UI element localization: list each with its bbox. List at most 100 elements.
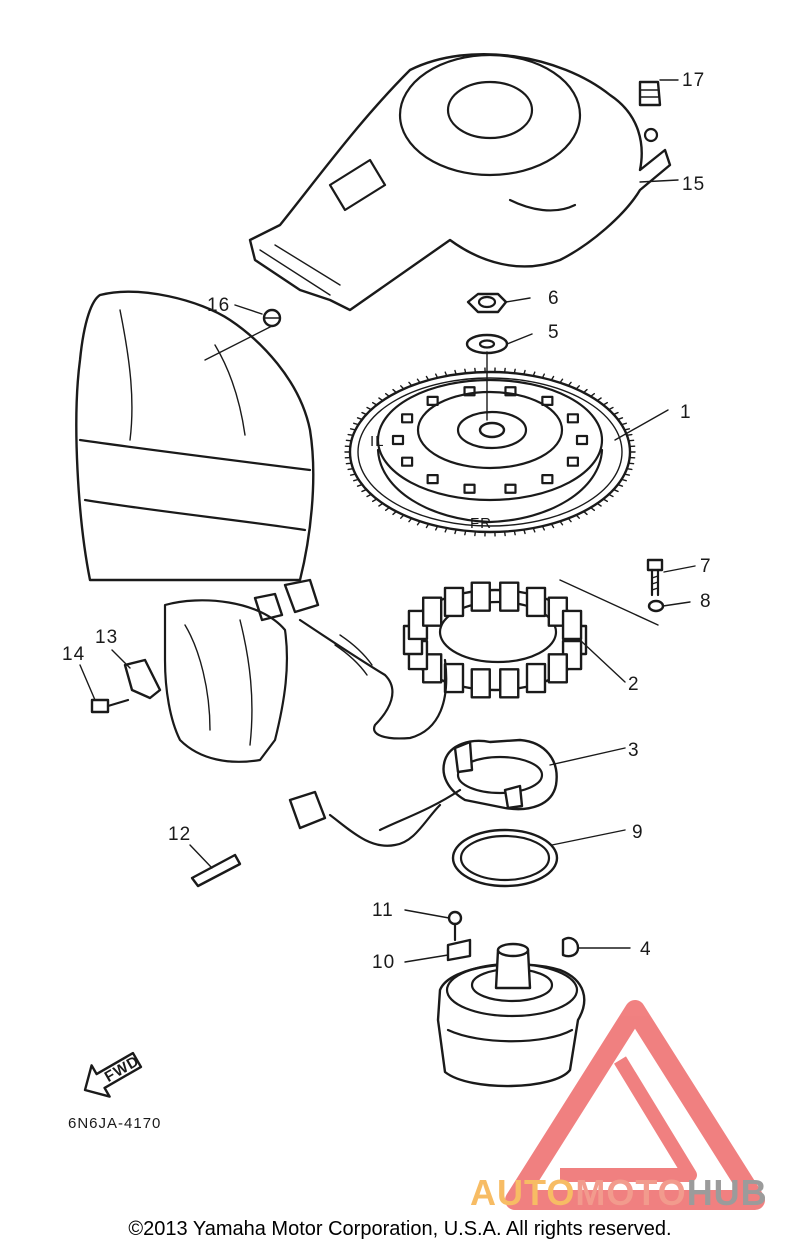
ring-gear-tooth (366, 493, 372, 498)
ring-gear-tooth (371, 498, 378, 503)
ring-gear-tooth (582, 510, 588, 516)
stator-tooth (525, 662, 547, 694)
ring-gear-tooth (425, 523, 430, 529)
ring-gear-tooth (384, 506, 390, 512)
magnet-slot (575, 434, 589, 446)
ring-gear-tooth (513, 530, 516, 536)
ring-gear-tooth (567, 381, 572, 387)
callout-10: 10 (372, 952, 395, 973)
flywheel-mark-fr: FR (470, 515, 492, 532)
ring-gear-tooth (444, 371, 448, 377)
callout-12: 12 (168, 824, 191, 845)
ring-gear-tooth (366, 406, 372, 411)
ring-gear-tooth (626, 433, 633, 437)
ring-gear-tooth (392, 388, 398, 394)
callout-3: 3 (628, 740, 640, 761)
ring-gear-tooth (559, 378, 564, 384)
ring-gear-tooth (575, 514, 580, 519)
ring-gear-tooth (627, 439, 635, 442)
ring-gear-tooth (559, 520, 564, 526)
callout-16: 16 (207, 295, 230, 316)
ring-gear-tooth (347, 467, 354, 471)
ring-gear-tooth (503, 367, 506, 374)
magnet-slot (541, 395, 554, 407)
ring-gear-tooth (532, 371, 536, 377)
ring-gear-tooth (623, 428, 631, 431)
ring-gear-tooth (434, 525, 439, 531)
forward-direction-arrow: FWD (83, 1051, 142, 1098)
magnet-slot (401, 456, 414, 467)
ring-gear-tooth (617, 483, 624, 487)
bolt-part-7 (646, 558, 664, 597)
automotohub-watermark: AUTOMOTOHUB (470, 1000, 768, 1213)
flywheel-part-1 (344, 367, 636, 537)
stator-part-2 (402, 581, 588, 699)
flywheel-cover-part-15 (248, 53, 672, 312)
ring-gear-tooth (349, 428, 357, 431)
ring-gear-tooth (541, 525, 546, 531)
leader-lines (79, 79, 696, 963)
grommet-part-17 (638, 80, 662, 107)
callout-11: 11 (372, 900, 394, 921)
ring-gear-tooth (454, 528, 457, 535)
ring-gear-tooth (345, 462, 353, 465)
watermark-auto: AUTO (470, 1172, 575, 1213)
ring-gear-tooth (400, 385, 405, 390)
ring-gear-tooth (626, 467, 633, 471)
stator-tooth (443, 586, 465, 618)
ring-gear-tooth (627, 462, 635, 465)
washer-part-5 (465, 333, 509, 355)
callout-7: 7 (700, 556, 712, 577)
callout-1: 1 (680, 402, 692, 423)
callout-4: 4 (640, 939, 652, 960)
callout-13: 13 (95, 627, 118, 648)
ring-gear-tooth (550, 523, 555, 529)
ring-gear-tooth (602, 401, 609, 406)
ring-gear-tooth (550, 375, 555, 381)
stator-tooth (499, 668, 520, 699)
ring-gear-tooth (353, 478, 360, 482)
magnet-slot (426, 473, 439, 485)
ring-gear-tooth (513, 368, 516, 374)
ring-gear-tooth (416, 378, 421, 384)
ring-gear-tooth (503, 530, 506, 537)
callout-9: 9 (632, 822, 644, 843)
ring-gear-tooth (532, 527, 536, 533)
callout-14: 14 (62, 644, 85, 665)
pulser-coil-part-3 (378, 738, 558, 832)
ring-gear-tooth (434, 373, 439, 379)
ring-gear-tooth (444, 527, 448, 533)
stator-tooth (470, 668, 491, 699)
ring-gear-tooth (602, 498, 609, 503)
o-ring-part-9 (451, 828, 559, 888)
ring-gear-tooth (425, 375, 430, 381)
ring-gear-tooth (541, 373, 546, 379)
ring-gear-tooth (378, 397, 384, 402)
ring-gear-tooth (596, 397, 602, 402)
ring-gear-tooth (408, 517, 413, 523)
ring-gear-tooth (361, 411, 368, 416)
stator-tooth (421, 596, 443, 627)
ring-gear-tooth (590, 506, 596, 512)
callout-2: 2 (628, 674, 640, 695)
ring-gear-tooth (623, 473, 631, 476)
ring-gear-tooth (384, 392, 390, 398)
callout-15: 15 (682, 174, 705, 195)
ring-gear-tooth (356, 483, 363, 487)
ring-gear-tooth (464, 530, 467, 536)
ring-gear-tooth (353, 422, 360, 426)
engine-cowling-outline (75, 290, 315, 582)
callout-labels: 1 2 3 4 5 6 7 8 9 10 11 12 13 14 15 16 1… (62, 70, 712, 973)
grommet-part-16 (262, 308, 282, 328)
ring-gear-tooth (596, 502, 602, 507)
washer-part-8 (647, 599, 665, 613)
ring-gear-tooth (356, 417, 363, 421)
screw-part-11 (447, 910, 463, 942)
magnet-slot (504, 386, 517, 397)
ring-gear-tooth (408, 381, 413, 387)
magnet-slot (566, 456, 579, 467)
ring-gear-tooth (474, 367, 477, 374)
ring-gear-tooth (454, 369, 457, 376)
watermark-text: AUTOMOTOHUB (470, 1172, 768, 1213)
